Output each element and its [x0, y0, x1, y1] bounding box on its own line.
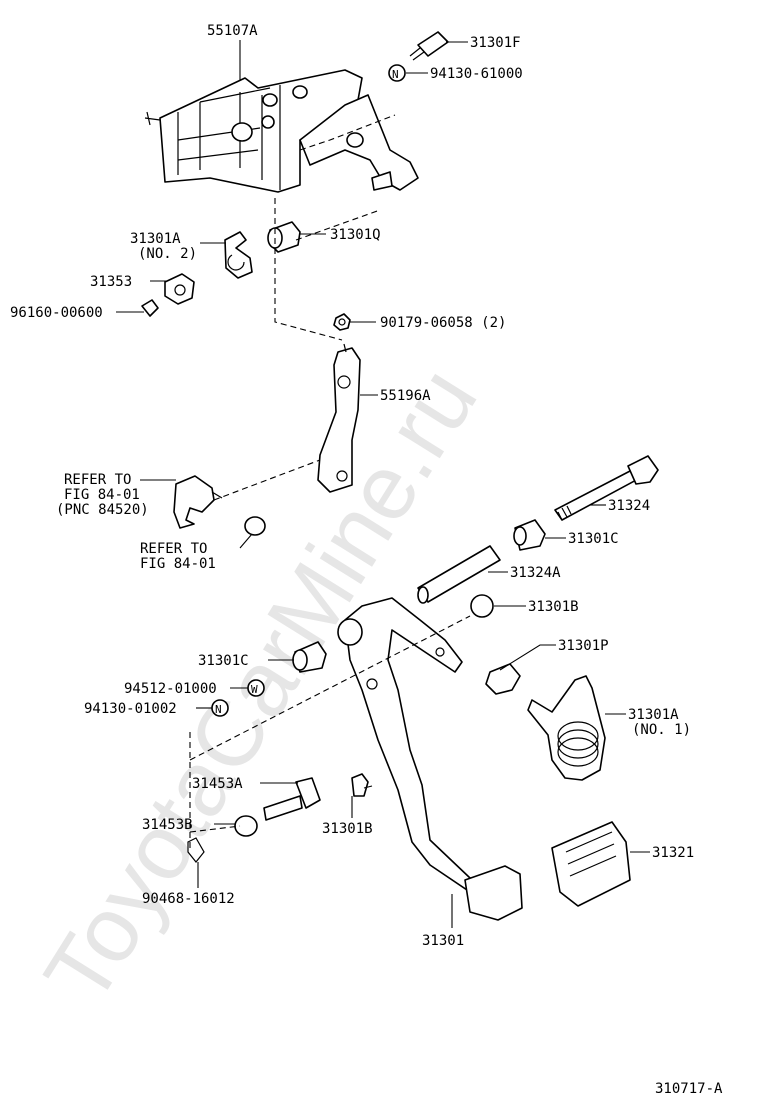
cushion-31301B-top	[470, 594, 494, 618]
label-94512-01000: 94512-01000	[124, 681, 217, 697]
label-refer1-line3: (PNC 84520)	[56, 502, 149, 518]
switch-cap	[244, 516, 266, 536]
label-refer1-line1: REFER TO	[64, 472, 131, 488]
dashed-assembly-line-2	[213, 459, 321, 501]
nut-94130-01002: N	[211, 699, 229, 717]
label-31453B: 31453B	[142, 817, 193, 833]
leader-lines	[116, 40, 650, 928]
badge-w-label: W	[251, 683, 258, 696]
link-55196A	[317, 343, 361, 493]
label-55196A: 55196A	[380, 388, 431, 404]
label-refer2-line1: REFER TO	[140, 541, 207, 557]
badge-n-label-2: N	[215, 703, 222, 716]
nut-94130-61000: N	[388, 64, 406, 82]
bushing-31301Q	[267, 221, 301, 253]
pad-31321	[551, 821, 631, 907]
label-31324: 31324	[608, 498, 650, 514]
washer-94512-01000: W	[247, 679, 265, 697]
label-90179-06058: 90179-06058 (2)	[380, 315, 506, 331]
stop-lamp-switch	[173, 475, 223, 529]
dashed-assembly-line-4	[189, 615, 471, 761]
label-94130-01002: 94130-01002	[84, 701, 177, 717]
label-31301B-top: 31301B	[528, 599, 579, 615]
spring-31301A-no2	[224, 231, 253, 279]
label-31301A-no2-sub: (NO. 2)	[138, 246, 197, 262]
bolt-31324	[554, 455, 659, 521]
label-96160-00600: 96160-00600	[10, 305, 103, 321]
bushing-31301C-left	[292, 641, 327, 673]
label-refer1-line2: FIG 84-01	[64, 487, 140, 503]
label-31301B-lower: 31301B	[322, 821, 373, 837]
label-31301F: 31301F	[470, 35, 521, 51]
spring-31301A-no1	[527, 675, 606, 781]
dashed-assembly-line-1	[274, 198, 343, 341]
label-31301A-no2: 31301A	[130, 231, 181, 247]
label-31301A-no1-sub: (NO. 1)	[632, 722, 691, 738]
badge-n-label: N	[392, 68, 399, 81]
cushion-31301B-lower	[351, 773, 369, 797]
nut-90179	[333, 313, 351, 331]
label-55107A: 55107A	[207, 23, 258, 39]
dashed-assembly-line-6	[295, 209, 381, 241]
label-94130-61000: 94130-61000	[430, 66, 523, 82]
label-31321: 31321	[652, 845, 694, 861]
label-31301A-no1: 31301A	[628, 707, 679, 723]
bushing-31453B	[234, 815, 258, 837]
dashed-assembly-line-5	[189, 825, 241, 833]
label-31301Q: 31301Q	[330, 227, 381, 243]
pedal-31301	[337, 597, 523, 921]
pin-90468-16012	[187, 837, 205, 863]
clip-96160-00600	[141, 299, 159, 317]
label-31353: 31353	[90, 274, 132, 290]
clip-31353	[164, 273, 195, 305]
bracket-55107A	[144, 69, 419, 193]
label-90468-16012: 90468-16012	[142, 891, 235, 907]
label-31453A: 31453A	[192, 776, 243, 792]
label-31301C-left: 31301C	[198, 653, 249, 669]
dashed-assembly-line-7	[299, 114, 396, 151]
figure-code: 310717-A	[655, 1081, 723, 1097]
bolt-31453A	[263, 777, 321, 821]
label-refer2-line2: FIG 84-01	[140, 556, 216, 572]
collar-31324A	[417, 545, 501, 604]
bushing-31301C-right	[513, 519, 546, 551]
label-31301: 31301	[422, 933, 464, 949]
label-31301C-right: 31301C	[568, 531, 619, 547]
bolt-31301F	[409, 31, 449, 61]
label-31324A: 31324A	[510, 565, 561, 581]
label-31301P: 31301P	[558, 638, 609, 654]
